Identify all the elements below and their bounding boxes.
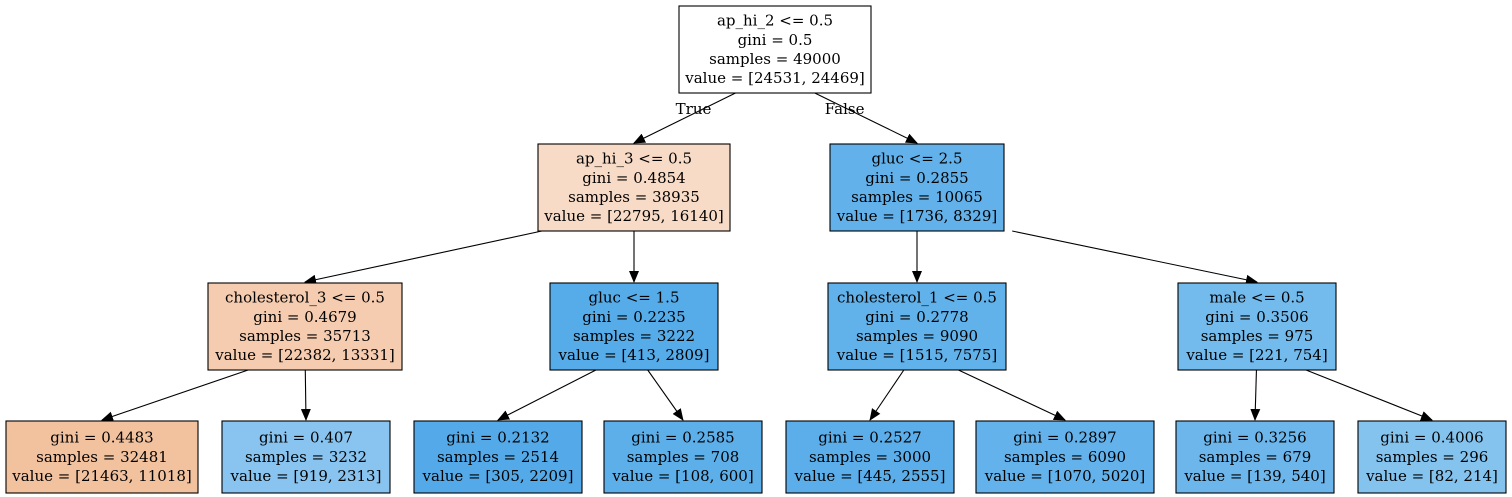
edge-rr-rrl bbox=[1250, 369, 1261, 421]
node-line: male <= 0.5 bbox=[1209, 289, 1304, 307]
node-line: ap_hi_2 <= 0.5 bbox=[717, 12, 833, 30]
node-line: gini = 0.407 bbox=[259, 429, 353, 447]
edge-rr-rrr bbox=[1305, 369, 1433, 421]
edges: True False bbox=[101, 92, 1433, 422]
node-box bbox=[1177, 282, 1337, 371]
node-line: gini = 0.2527 bbox=[818, 429, 921, 447]
edge-ll-lll bbox=[101, 369, 249, 422]
node-line: gini = 0.2897 bbox=[1013, 429, 1116, 447]
node-line: gini = 0.2855 bbox=[865, 169, 968, 187]
edge-root-l bbox=[633, 92, 736, 144]
node-box bbox=[603, 420, 763, 494]
node-line: value = [221, 754] bbox=[1185, 346, 1327, 364]
node-box bbox=[829, 143, 1005, 232]
node-line: gini = 0.4483 bbox=[50, 429, 153, 447]
node-line: samples = 708 bbox=[627, 448, 740, 466]
node-line: samples = 3232 bbox=[245, 448, 367, 466]
node-line: samples = 3000 bbox=[809, 448, 931, 466]
node-line: gini = 0.4006 bbox=[1380, 429, 1483, 447]
node-line: gini = 0.2235 bbox=[582, 308, 685, 326]
edge-l-ll bbox=[304, 230, 542, 285]
edge-rl-rlr bbox=[958, 369, 1066, 421]
node-line: gini = 0.5 bbox=[738, 31, 813, 49]
node-line: samples = 2514 bbox=[437, 448, 559, 466]
node-line: samples = 38935 bbox=[568, 188, 700, 206]
node-box bbox=[785, 420, 955, 494]
node-line: gini = 0.2778 bbox=[865, 308, 968, 326]
node-line: gluc <= 2.5 bbox=[872, 150, 963, 168]
node-line: samples = 35713 bbox=[239, 327, 371, 345]
edge-root-r bbox=[814, 92, 918, 144]
node-line: samples = 679 bbox=[1199, 448, 1312, 466]
node-box bbox=[537, 143, 731, 232]
node-line: value = [413, 2809] bbox=[558, 346, 710, 364]
node-line: value = [21463, 11018] bbox=[11, 467, 192, 485]
node-line: value = [1070, 5020] bbox=[984, 467, 1145, 485]
node-line: cholesterol_3 <= 0.5 bbox=[225, 289, 385, 307]
node-line: value = [1736, 8329] bbox=[836, 207, 997, 225]
node-line: cholesterol_1 <= 0.5 bbox=[837, 289, 997, 307]
node-box bbox=[5, 420, 199, 494]
node-line: samples = 6090 bbox=[1004, 448, 1126, 466]
node-line: value = [22795, 16140] bbox=[543, 207, 724, 225]
edge-lr-lrl bbox=[497, 369, 597, 421]
node-box bbox=[221, 420, 391, 494]
node-line: value = [22382, 13331] bbox=[214, 346, 395, 364]
node-line: gini = 0.3506 bbox=[1205, 308, 1308, 326]
node-line: gini = 0.4854 bbox=[582, 169, 685, 187]
node-line: samples = 296 bbox=[1376, 448, 1489, 466]
node-box bbox=[827, 282, 1007, 371]
node-line: gluc <= 1.5 bbox=[589, 289, 680, 307]
edge-lr-lrr bbox=[647, 369, 684, 421]
node-line: samples = 3222 bbox=[573, 327, 695, 345]
edge-r-rr bbox=[1012, 230, 1258, 285]
node-line: value = [1515, 7575] bbox=[836, 346, 997, 364]
node-line: gini = 0.2132 bbox=[446, 429, 549, 447]
node-line: value = [305, 2209] bbox=[422, 467, 574, 485]
node-box bbox=[207, 282, 403, 371]
node-line: ap_hi_3 <= 0.5 bbox=[576, 150, 692, 168]
node-box bbox=[1175, 420, 1335, 494]
node-line: samples = 975 bbox=[1201, 327, 1314, 345]
node-line: value = [139, 540] bbox=[1183, 467, 1325, 485]
edge-rl-rll bbox=[869, 369, 905, 421]
node-line: value = [919, 2313] bbox=[230, 467, 382, 485]
edge-label-false: False bbox=[825, 100, 865, 118]
node-line: samples = 10065 bbox=[851, 188, 983, 206]
node-line: value = [82, 214] bbox=[1365, 467, 1498, 485]
node-line: gini = 0.4679 bbox=[253, 308, 356, 326]
node-line: value = [445, 2555] bbox=[794, 467, 946, 485]
node-box bbox=[678, 5, 872, 94]
node-box bbox=[413, 420, 583, 494]
node-line: value = [108, 600] bbox=[611, 467, 753, 485]
node-box bbox=[549, 282, 719, 371]
node-line: gini = 0.3256 bbox=[1203, 429, 1306, 447]
node-box bbox=[1357, 420, 1507, 494]
node-line: samples = 32481 bbox=[36, 448, 168, 466]
node-line: value = [24531, 24469] bbox=[684, 69, 865, 87]
node-line: samples = 9090 bbox=[856, 327, 978, 345]
edge-ll-llr bbox=[300, 369, 311, 421]
node-line: samples = 49000 bbox=[709, 50, 841, 68]
node-box bbox=[975, 420, 1155, 494]
node-line: gini = 0.2585 bbox=[631, 429, 734, 447]
edge-label-true: True bbox=[676, 100, 712, 118]
